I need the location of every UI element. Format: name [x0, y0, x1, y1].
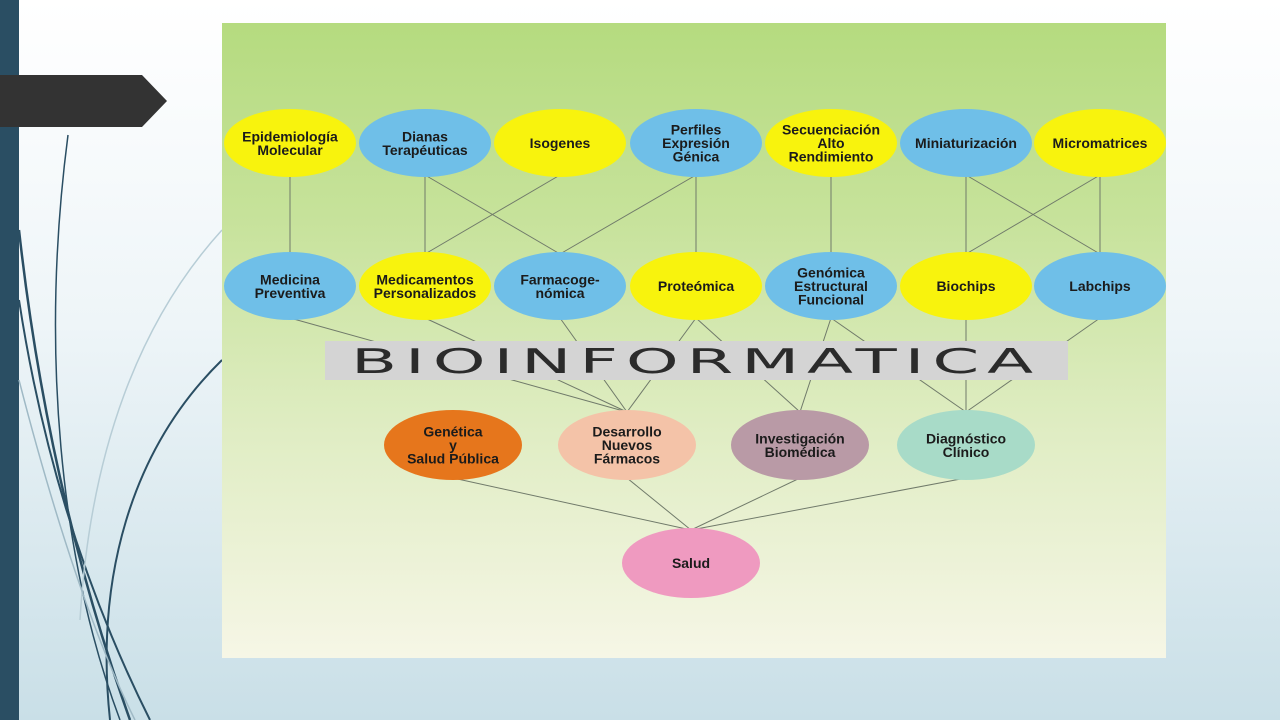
- node-label: Genómica: [797, 265, 865, 281]
- node-miniaturizacion: Miniaturización: [900, 109, 1032, 177]
- slide-tag: [0, 75, 167, 127]
- node-label: Micromatrices: [1053, 135, 1148, 151]
- node-label: Funcional: [798, 292, 864, 308]
- node-label: Molecular: [257, 142, 323, 158]
- node-ellipse: [558, 410, 696, 480]
- node-isogenes: Isogenes: [494, 109, 626, 177]
- node-label: Biomédica: [765, 444, 836, 460]
- node-label: Secuenciación: [782, 122, 880, 138]
- node-label: Medicina: [260, 271, 320, 287]
- node-ellipse: [1034, 252, 1166, 320]
- node-label: Expresión: [662, 135, 730, 151]
- node-label: Epidemiología: [242, 128, 338, 144]
- node-labchips: Labchips: [1034, 252, 1166, 320]
- node-ellipse: [359, 252, 491, 320]
- edge-micromatrices-biochips: [965, 174, 1101, 255]
- bioinformatics-diagram: BIOINFORMATICA EpidemiologíaMolecularDia…: [224, 109, 1166, 598]
- node-label: Proteómica: [658, 278, 734, 294]
- node-label: Génica: [673, 149, 720, 165]
- node-label: Genética: [423, 424, 482, 440]
- edge-diagnostico-salud: [690, 477, 967, 531]
- node-label: Personalizados: [374, 285, 477, 301]
- node-farmacogenomica: Farmacoge-nómica: [494, 252, 626, 320]
- node-ellipse: [622, 528, 760, 598]
- node-label: Dianas: [402, 128, 448, 144]
- bioinformatica-banner: BIOINFORMATICA: [325, 341, 1068, 382]
- node-label: Rendimiento: [789, 149, 874, 165]
- node-label: Estructural: [794, 278, 868, 294]
- edge-investigacion-salud: [690, 477, 801, 531]
- left-accent-bar: [0, 0, 19, 720]
- node-label: Investigación: [755, 430, 844, 446]
- node-ellipse: [731, 410, 869, 480]
- node-label: Desarrollo: [592, 424, 661, 440]
- edge-desarrollo-salud: [626, 477, 692, 531]
- node-micromatrices: Micromatrices: [1034, 109, 1166, 177]
- node-label: Terapéuticas: [382, 142, 468, 158]
- banner-title: BIOINFORMATICA: [351, 342, 1041, 382]
- node-ellipse: [900, 252, 1032, 320]
- node-label: nómica: [535, 285, 584, 301]
- node-label: Alto: [817, 135, 844, 151]
- edge-isogenes-medicamentos: [424, 174, 561, 255]
- node-ellipse: [765, 252, 897, 320]
- node-ellipse: [900, 109, 1032, 177]
- node-ellipse: [224, 109, 356, 177]
- node-label: Perfiles: [671, 122, 722, 138]
- node-ellipse: [897, 410, 1035, 480]
- node-biochips: Biochips: [900, 252, 1032, 320]
- node-salud: Salud: [622, 528, 760, 598]
- node-label: Nuevos: [602, 437, 653, 453]
- edge-perfiles-farmacogenomica: [559, 174, 697, 255]
- node-ellipse: [630, 109, 762, 177]
- node-label: Fármacos: [594, 451, 660, 467]
- node-label: Labchips: [1069, 278, 1131, 294]
- node-ellipse: [630, 252, 762, 320]
- node-ellipse: [224, 252, 356, 320]
- edge-genetica-salud: [452, 477, 692, 531]
- node-ellipse: [1034, 109, 1166, 177]
- node-label: Miniaturización: [915, 135, 1017, 151]
- node-label: Salud: [672, 555, 710, 571]
- node-label: Medicamentos: [376, 271, 473, 287]
- node-proteomica: Proteómica: [630, 252, 762, 320]
- node-label: Clínico: [943, 444, 990, 460]
- node-label: Biochips: [936, 278, 995, 294]
- node-label: Isogenes: [530, 135, 591, 151]
- node-ellipse: [765, 109, 897, 177]
- decorative-curves: [17, 134, 223, 720]
- node-label: Preventiva: [255, 285, 326, 301]
- node-label: Salud Pública: [407, 451, 499, 467]
- node-label: y: [449, 437, 457, 453]
- node-ellipse: [494, 252, 626, 320]
- node-label: Diagnóstico: [926, 430, 1006, 446]
- node-label: Farmacoge-: [520, 271, 600, 287]
- node-ellipse: [494, 109, 626, 177]
- node-ellipse: [384, 410, 522, 480]
- node-ellipse: [359, 109, 491, 177]
